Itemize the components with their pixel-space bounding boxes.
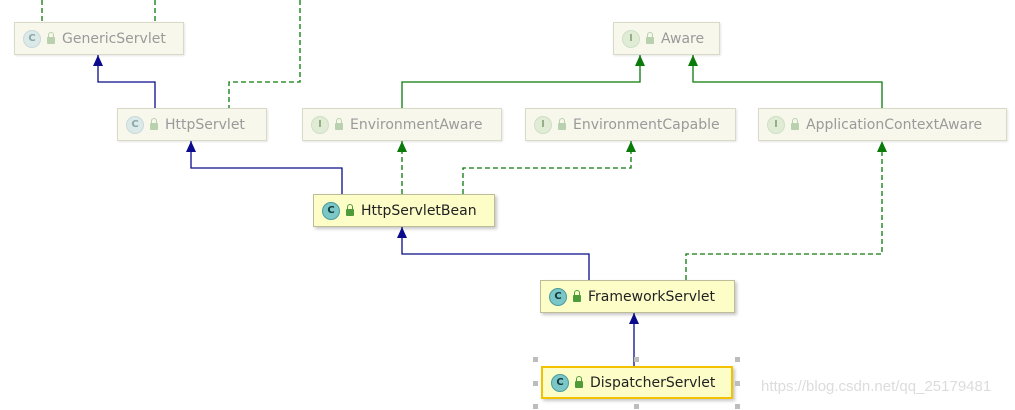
selection-handle[interactable] — [735, 404, 740, 409]
node-label: FrameworkServlet — [588, 288, 716, 305]
node-framework-servlet[interactable]: C FrameworkServlet — [540, 280, 735, 313]
node-label: Aware — [661, 30, 705, 47]
class-icon: C — [322, 201, 340, 220]
node-label: EnvironmentCapable — [573, 116, 720, 133]
selection-handle[interactable] — [634, 404, 639, 409]
arrowhead-framework-servlet-to-http-servlet-bean — [397, 227, 407, 238]
watermark: https://blog.csdn.net/qq_25179481 — [761, 378, 992, 395]
arrowhead-application-context-aware-to-aware — [688, 55, 698, 66]
node-label: DispatcherServlet — [590, 374, 716, 391]
node-dispatcher-servlet[interactable]: C DispatcherServlet — [541, 366, 733, 399]
edge-offscreen-3 — [228, 0, 301, 108]
node-generic-servlet[interactable]: C GenericServlet — [14, 22, 184, 55]
node-label: HttpServletBean — [361, 202, 477, 219]
class-icon: C — [126, 115, 144, 134]
arrowhead-http-servlet-bean-to-http-servlet — [186, 141, 196, 152]
edge-http-servlet-to-generic-servlet — [97, 55, 156, 108]
selection-handle[interactable] — [735, 357, 740, 362]
lock-icon — [791, 118, 799, 130]
arrowhead-http-servlet-bean-to-environment-aware — [397, 141, 407, 152]
lock-icon — [646, 32, 654, 44]
edge-environment-aware-to-aware — [401, 55, 641, 108]
arrowhead-environment-aware-to-aware — [635, 55, 645, 66]
node-label: EnvironmentAware — [350, 116, 483, 133]
interface-icon: I — [622, 29, 640, 48]
class-icon: C — [549, 287, 567, 306]
node-label: ApplicationContextAware — [806, 116, 983, 133]
lock-icon — [558, 118, 566, 130]
node-aware[interactable]: I Aware — [613, 22, 720, 55]
node-environment-capable[interactable]: I EnvironmentCapable — [525, 108, 736, 141]
node-http-servlet[interactable]: C HttpServlet — [117, 108, 267, 141]
edge-framework-servlet-to-application-context-aware — [685, 141, 883, 280]
edge-http-servlet-bean-to-environment-capable — [462, 141, 632, 194]
arrowhead-dispatcher-servlet-to-framework-servlet — [629, 313, 639, 324]
lock-icon — [150, 118, 158, 130]
node-environment-aware[interactable]: I EnvironmentAware — [302, 108, 502, 141]
arrowhead-framework-servlet-to-application-context-aware — [877, 141, 887, 152]
selection-handle[interactable] — [533, 381, 538, 386]
edge-framework-servlet-to-http-servlet-bean — [401, 227, 590, 280]
selection-handle[interactable] — [735, 381, 740, 386]
lock-icon — [47, 32, 55, 44]
selection-handle[interactable] — [634, 357, 639, 362]
node-http-servlet-bean[interactable]: C HttpServletBean — [313, 194, 495, 227]
arrowhead-http-servlet-to-generic-servlet — [93, 55, 103, 66]
class-icon: C — [551, 373, 569, 392]
lock-icon — [575, 376, 583, 388]
class-icon: C — [23, 29, 41, 48]
interface-icon: I — [767, 115, 785, 134]
interface-icon: I — [311, 115, 329, 134]
lock-icon — [573, 290, 581, 302]
arrowhead-http-servlet-bean-to-environment-capable — [626, 141, 636, 152]
node-label: GenericServlet — [62, 30, 166, 47]
node-application-context-aware[interactable]: I ApplicationContextAware — [758, 108, 1007, 141]
selection-handle[interactable] — [533, 404, 538, 409]
node-label: HttpServlet — [165, 116, 245, 133]
edge-application-context-aware-to-aware — [692, 55, 883, 108]
interface-icon: I — [534, 115, 552, 134]
selection-handle[interactable] — [533, 357, 538, 362]
lock-icon — [335, 118, 343, 130]
lock-icon — [346, 204, 354, 216]
edge-http-servlet-bean-to-http-servlet — [190, 141, 343, 194]
